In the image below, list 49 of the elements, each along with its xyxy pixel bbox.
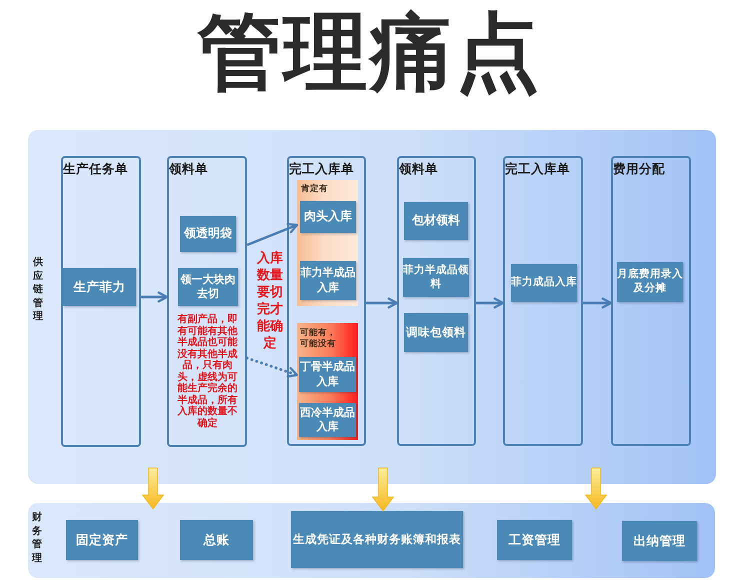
process-box: 生产菲力: [63, 268, 136, 306]
process-box: 领一大块肉去切: [178, 268, 238, 306]
column-title: 领料单: [399, 161, 438, 176]
lane-panel: [28, 503, 715, 578]
process-box: 丁骨半成品入库: [299, 357, 356, 392]
note-text: 入库数量要切完才能确定: [256, 250, 284, 352]
process-box: 工资管理: [497, 520, 572, 560]
lane-label: 财务管理: [31, 511, 43, 565]
process-box: 调味包领料: [404, 313, 468, 352]
process-box: 领透明袋: [180, 216, 236, 252]
group-panel: [297, 180, 358, 306]
block-arrow: [372, 468, 394, 512]
dashed-arrow: [246, 356, 298, 378]
column-title: 费用分配: [613, 161, 665, 176]
arrow: [476, 298, 504, 308]
column-title: 生产任务单: [63, 161, 128, 176]
process-box: 肉头入库: [300, 201, 356, 233]
document-column: [287, 156, 366, 446]
column-title: 完工入库单: [505, 161, 570, 176]
group-label: 可能有，可能没有: [300, 328, 336, 350]
note-text: 有副产品，即有可能有其他半成品也可能没有其他半成品，只有肉头，虚线为可能生产完余的半成品，所有入库的数量不确定: [176, 314, 238, 429]
arrow: [141, 292, 168, 302]
process-box: 月底费用录入及分摊: [617, 262, 683, 302]
column-title: 领料单: [169, 161, 208, 176]
arrow: [366, 298, 398, 308]
document-column: [503, 156, 583, 446]
process-box: 总账: [180, 520, 253, 560]
document-column: [611, 156, 691, 446]
block-arrow: [142, 468, 164, 510]
lane-panel: [28, 130, 716, 484]
process-box: 包材领料: [404, 202, 468, 240]
arrow: [583, 298, 612, 308]
process-box: 菲力半成品领料: [403, 258, 469, 297]
document-column: [167, 156, 247, 447]
process-box: 固定资产: [66, 520, 138, 560]
process-box: 出纳管理: [622, 521, 697, 561]
lane-label: 供应链管理: [32, 256, 44, 324]
group-label: 肯定有: [301, 184, 329, 195]
process-box: 生成凭证及各种财务账簿和报表: [291, 511, 463, 568]
process-box: 西冷半成品入库: [299, 403, 356, 437]
column-title: 完工入库单: [289, 161, 354, 176]
arrow: [246, 222, 298, 246]
group-panel: [297, 323, 358, 440]
process-box: 菲力成品入库: [511, 264, 577, 302]
process-box: 菲力半成品入库: [300, 261, 356, 300]
title: 管理痛点: [196, 2, 542, 102]
document-column: [61, 156, 141, 447]
document-column: [397, 156, 476, 446]
block-arrow: [584, 468, 608, 510]
